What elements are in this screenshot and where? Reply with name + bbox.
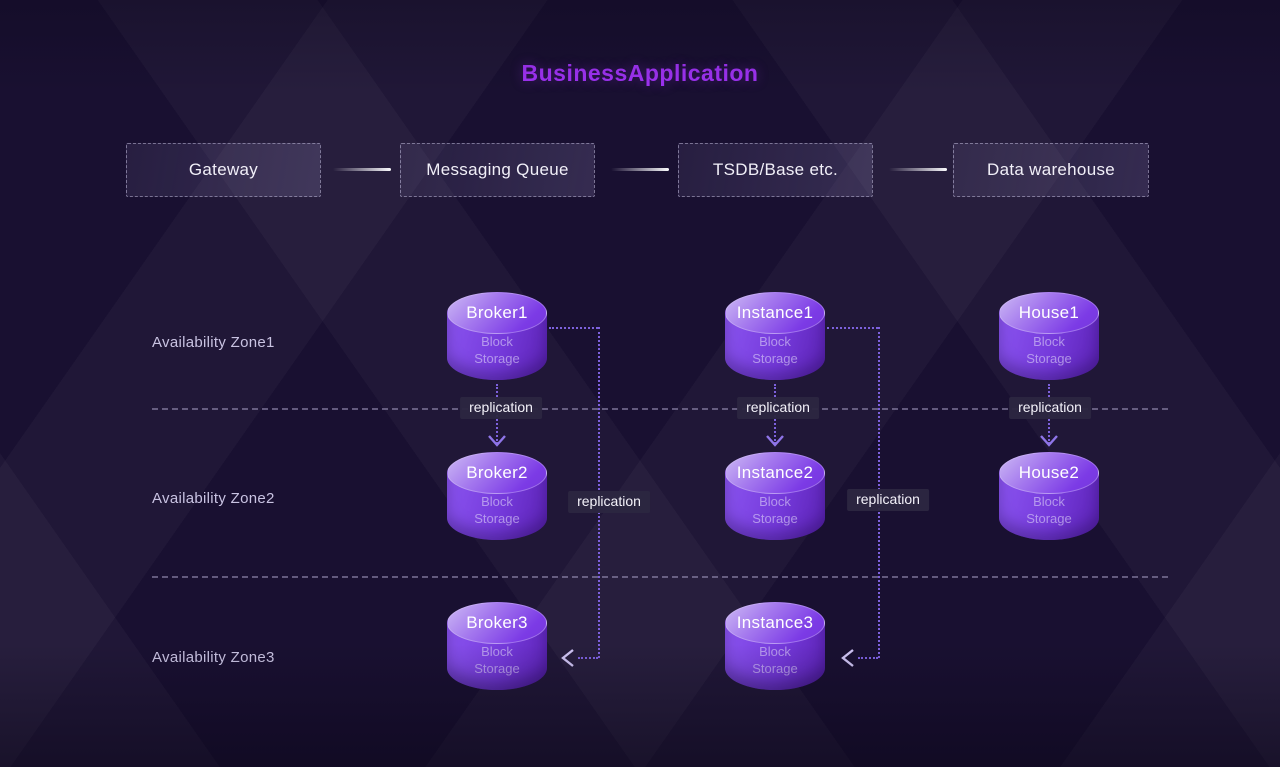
cylinder-house2: Block Storage House2: [999, 452, 1099, 540]
pipeline-box-label: Messaging Queue: [426, 160, 568, 180]
cylinder-sublabel: Block Storage: [999, 493, 1099, 527]
arrow-left-icon: [561, 649, 574, 667]
cylinder-broker1: Block Storage Broker1: [447, 292, 547, 380]
replication-line-broker-z3: [549, 327, 598, 329]
cylinder-sublabel: Block Storage: [999, 333, 1099, 367]
pipeline-connector: [889, 168, 947, 171]
pipeline-connector: [611, 168, 669, 171]
zone-divider-1: [152, 408, 1168, 410]
diagram-title: BusinessApplication: [0, 60, 1280, 87]
zone-label-2: Availability Zone2: [152, 490, 275, 507]
cylinder-top: House1: [999, 292, 1099, 334]
cylinder-sublabel: Block Storage: [725, 493, 825, 527]
zone-label-3: Availability Zone3: [152, 649, 275, 666]
cylinder-name: Broker3: [466, 613, 528, 633]
arrow-down-icon: [1040, 435, 1058, 447]
cylinder-top: Broker2: [447, 452, 547, 494]
cylinder-instance1: Block Storage Instance1: [725, 292, 825, 380]
pipeline-box-label: TSDB/Base etc.: [713, 160, 838, 180]
cylinder-instance2: Block Storage Instance2: [725, 452, 825, 540]
replication-label: replication: [1009, 397, 1091, 419]
cylinder-name: Broker1: [466, 303, 528, 323]
replication-label: replication: [460, 397, 542, 419]
arrow-down-icon: [766, 435, 784, 447]
replication-line-broker-z3: [578, 657, 598, 659]
cylinder-name: Broker2: [466, 463, 528, 483]
cylinder-name: House1: [1019, 303, 1079, 323]
zone-label-1: Availability Zone1: [152, 334, 275, 351]
arrow-down-icon: [488, 435, 506, 447]
cylinder-house1: Block Storage House1: [999, 292, 1099, 380]
replication-label: replication: [568, 491, 650, 513]
pipeline-box-messaging-queue: Messaging Queue: [400, 143, 595, 197]
replication-line-instance-z3: [858, 657, 878, 659]
zone-divider-2: [152, 576, 1168, 578]
cylinder-top: House2: [999, 452, 1099, 494]
pipeline-box-data-warehouse: Data warehouse: [953, 143, 1149, 197]
pipeline-box-tsdb: TSDB/Base etc.: [678, 143, 873, 197]
replication-label: replication: [847, 489, 929, 511]
pipeline-box-label: Data warehouse: [987, 160, 1115, 180]
cylinder-top: Broker3: [447, 602, 547, 644]
cylinder-top: Instance1: [725, 292, 825, 334]
cylinder-broker2: Block Storage Broker2: [447, 452, 547, 540]
cylinder-sublabel: Block Storage: [447, 333, 547, 367]
cylinder-top: Instance3: [725, 602, 825, 644]
pipeline-box-label: Gateway: [189, 160, 258, 180]
pipeline-connector: [333, 168, 391, 171]
cylinder-name: House2: [1019, 463, 1079, 483]
cylinder-top: Instance2: [725, 452, 825, 494]
cylinder-name: Instance1: [737, 303, 813, 323]
replication-label: replication: [737, 397, 819, 419]
cylinder-sublabel: Block Storage: [447, 493, 547, 527]
cylinder-name: Instance3: [737, 613, 813, 633]
cylinder-sublabel: Block Storage: [725, 643, 825, 677]
cylinder-top: Broker1: [447, 292, 547, 334]
cylinder-name: Instance2: [737, 463, 813, 483]
cylinder-instance3: Block Storage Instance3: [725, 602, 825, 690]
arrow-left-icon: [841, 649, 854, 667]
cylinder-sublabel: Block Storage: [447, 643, 547, 677]
pipeline-box-gateway: Gateway: [126, 143, 321, 197]
cylinder-broker3: Block Storage Broker3: [447, 602, 547, 690]
replication-line-instance-z3: [827, 327, 878, 329]
cylinder-sublabel: Block Storage: [725, 333, 825, 367]
